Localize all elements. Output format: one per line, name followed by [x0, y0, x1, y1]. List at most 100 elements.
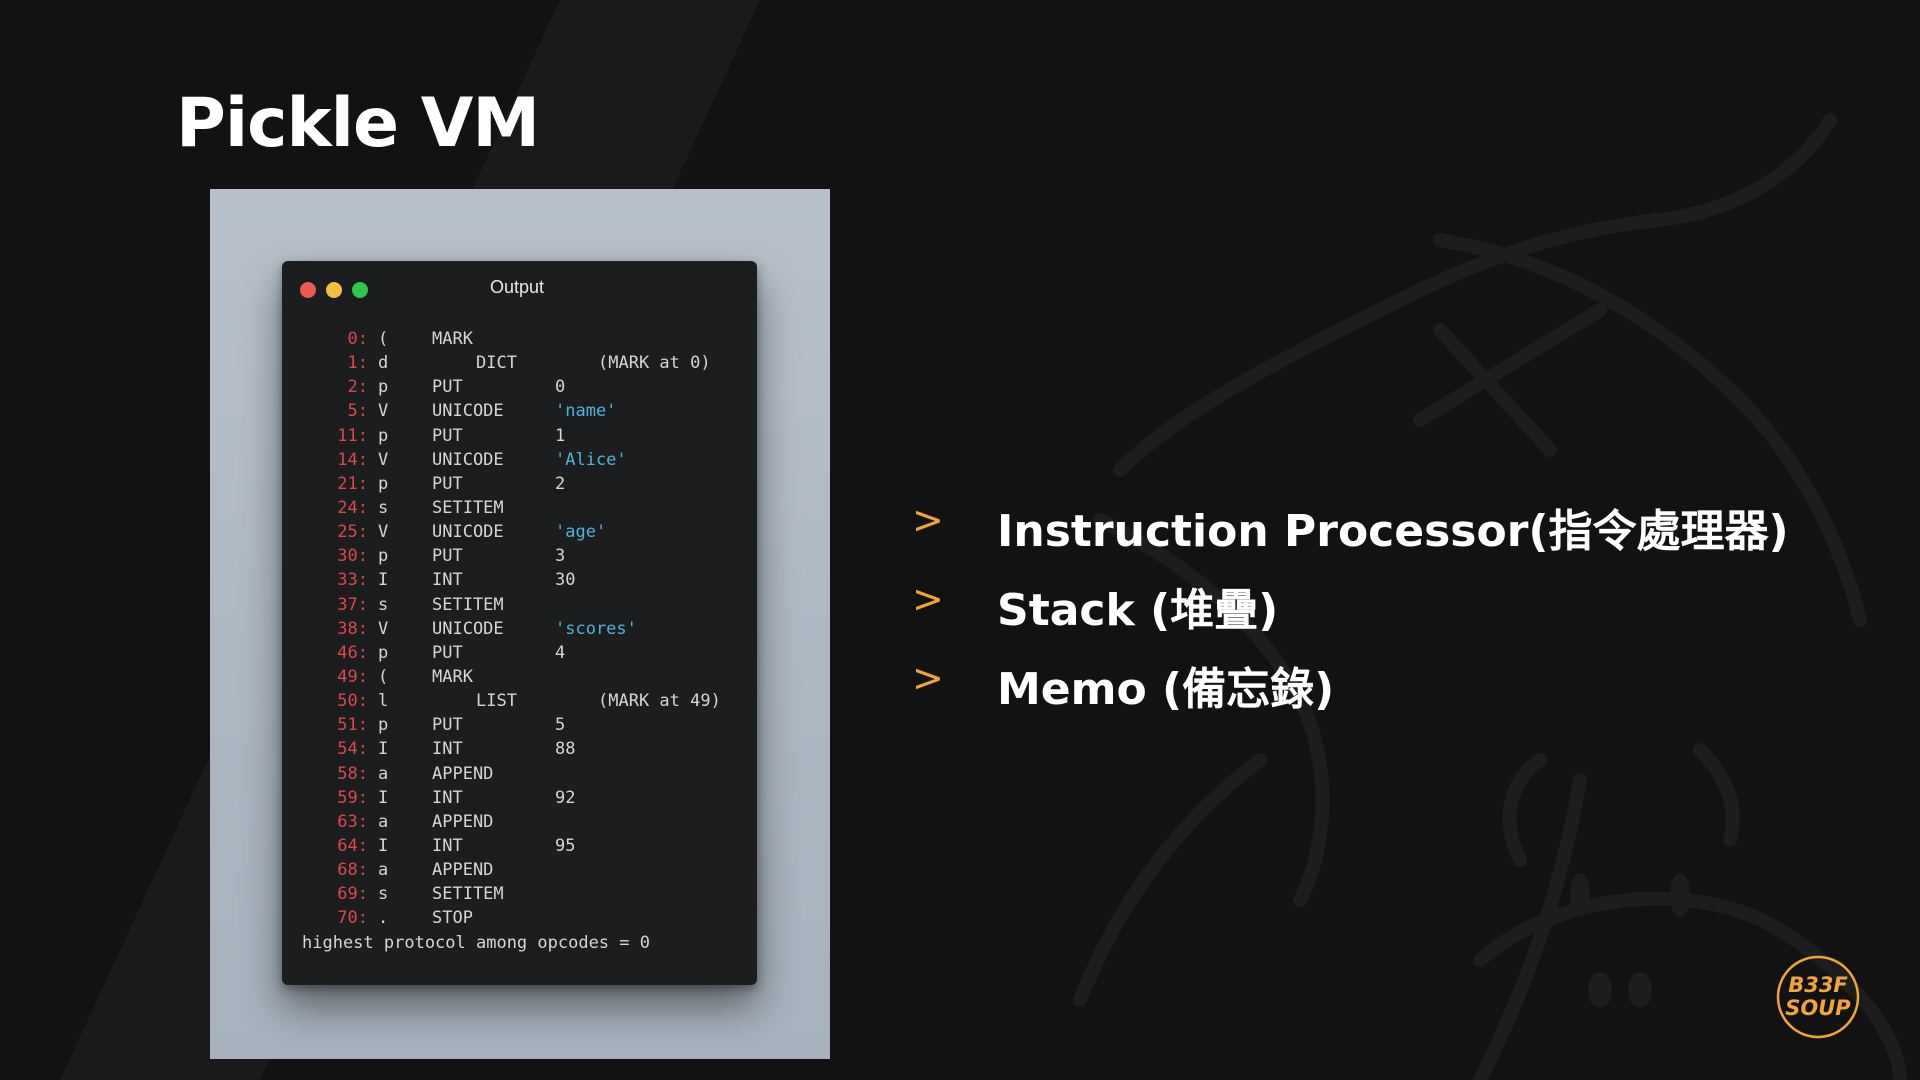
- opcode-char: s: [378, 497, 389, 518]
- opcode-name: SETITEM: [432, 497, 504, 518]
- opcode-char: .: [378, 908, 389, 929]
- opcode-argument: 92: [555, 787, 576, 808]
- minimize-window-dot[interactable]: [326, 282, 342, 298]
- bullet-text: Stack (堆疊): [997, 585, 1279, 636]
- opcode-offset: 38:: [337, 618, 368, 639]
- opcode-argument: 30: [555, 570, 576, 591]
- chevron-right-icon: >: [912, 656, 944, 700]
- opcode-char: V: [378, 618, 389, 639]
- opcode-argument: 'name': [555, 401, 617, 422]
- opcode-offset: 0:: [347, 329, 368, 349]
- opcode-name: PUT: [432, 715, 463, 736]
- opcode-char: p: [378, 473, 389, 494]
- disassembly-row: 21: p PUT 2: [302, 472, 650, 496]
- opcode-name: APPEND: [432, 763, 494, 784]
- disassembly-row: 49:(MARK: [302, 665, 650, 689]
- opcode-char: l: [378, 691, 389, 712]
- close-window-dot[interactable]: [300, 282, 316, 298]
- opcode-char: p: [378, 642, 389, 663]
- opcode-char: s: [378, 594, 389, 615]
- opcode-char: I: [378, 787, 389, 808]
- opcode-name: APPEND: [432, 811, 494, 832]
- opcode-name: PUT: [432, 473, 463, 494]
- opcode-name: PUT: [432, 642, 463, 663]
- disassembly-row: 0: ( MARK: [302, 327, 650, 351]
- opcode-name: PUT: [432, 377, 463, 398]
- opcode-offset: 37:: [337, 594, 368, 615]
- opcode-char: I: [378, 570, 389, 591]
- opcode-name: UNICODE: [432, 449, 504, 470]
- opcode-char: p: [378, 546, 389, 567]
- disassembly-row: 2: p PUT 0: [302, 375, 650, 399]
- opcode-name: INT: [432, 787, 463, 808]
- opcode-name: STOP: [432, 908, 473, 929]
- opcode-argument: 4: [555, 642, 566, 663]
- opcode-name: PUT: [432, 425, 463, 446]
- opcode-char: p: [378, 377, 389, 398]
- opcode-name: INT: [432, 570, 463, 591]
- opcode-offset: 59:: [337, 787, 368, 808]
- maximize-window-dot[interactable]: [352, 282, 368, 298]
- opcode-offset: 33:: [337, 570, 368, 591]
- opcode-offset: 2:: [347, 377, 368, 398]
- opcode-offset: 24:: [337, 497, 368, 518]
- opcode-argument: 3: [555, 546, 566, 567]
- opcode-char: d: [378, 353, 389, 374]
- bullet-text: Memo (備忘錄): [997, 664, 1335, 715]
- opcode-note: (MARK at 49): [598, 691, 721, 712]
- opcode-char: a: [378, 860, 389, 881]
- opcode-char: I: [378, 739, 389, 760]
- opcode-note: (MARK at 0): [598, 353, 711, 374]
- opcode-name: UNICODE: [432, 522, 504, 543]
- terminal-title: Output: [489, 277, 545, 297]
- opcode-name: MARK: [432, 329, 473, 349]
- opcode-offset: 63:: [337, 811, 368, 832]
- opcode-name: INT: [432, 835, 463, 856]
- slide-title: Pickle VM: [176, 84, 540, 163]
- svg-text:SOUP: SOUP: [1785, 996, 1851, 1020]
- opcode-offset: 21:: [337, 473, 368, 494]
- svg-text:B33F: B33F: [1788, 973, 1848, 997]
- opcode-offset: 1:: [347, 353, 368, 374]
- opcode-name: SETITEM: [432, 884, 504, 905]
- opcode-offset: 5:: [347, 401, 368, 422]
- opcode-argument: 1: [555, 425, 566, 446]
- opcode-name: MARK: [432, 666, 473, 687]
- opcode-char: a: [378, 811, 389, 832]
- disassembly-row: 70:.STOP: [302, 906, 650, 930]
- opcode-argument: 2: [555, 473, 566, 494]
- opcode-name: UNICODE: [432, 618, 504, 639]
- opcode-offset: 64:: [337, 835, 368, 856]
- bullet-text: Instruction Processor(指令處理器): [997, 506, 1789, 557]
- opcode-argument: 5: [555, 715, 566, 736]
- opcode-char: V: [378, 401, 389, 422]
- opcode-name: LIST: [476, 691, 517, 712]
- opcode-argument: 0: [555, 377, 566, 398]
- opcode-char: V: [378, 449, 389, 470]
- disassembly-row: 33: I INT 30: [302, 568, 650, 592]
- opcode-char: s: [378, 884, 389, 905]
- disassembly-row: 24: s SETITEM: [302, 496, 650, 520]
- opcode-char: p: [378, 715, 389, 736]
- opcode-char: (: [378, 329, 389, 349]
- disassembly-row: 59: I INT 92: [302, 786, 650, 810]
- chevron-right-icon: >: [912, 498, 944, 542]
- opcode-offset: 11:: [337, 425, 368, 446]
- opcode-offset: 30:: [337, 546, 368, 567]
- disassembly-row: 69: s SETITEM: [302, 882, 650, 906]
- opcode-offset: 25:: [337, 522, 368, 543]
- opcode-offset: 14:: [337, 449, 368, 470]
- opcode-name: APPEND: [432, 860, 494, 881]
- opcode-offset: 50:: [337, 691, 368, 712]
- disassembly-row: 63: a APPEND: [302, 810, 650, 834]
- opcode-offset: 69:: [337, 884, 368, 905]
